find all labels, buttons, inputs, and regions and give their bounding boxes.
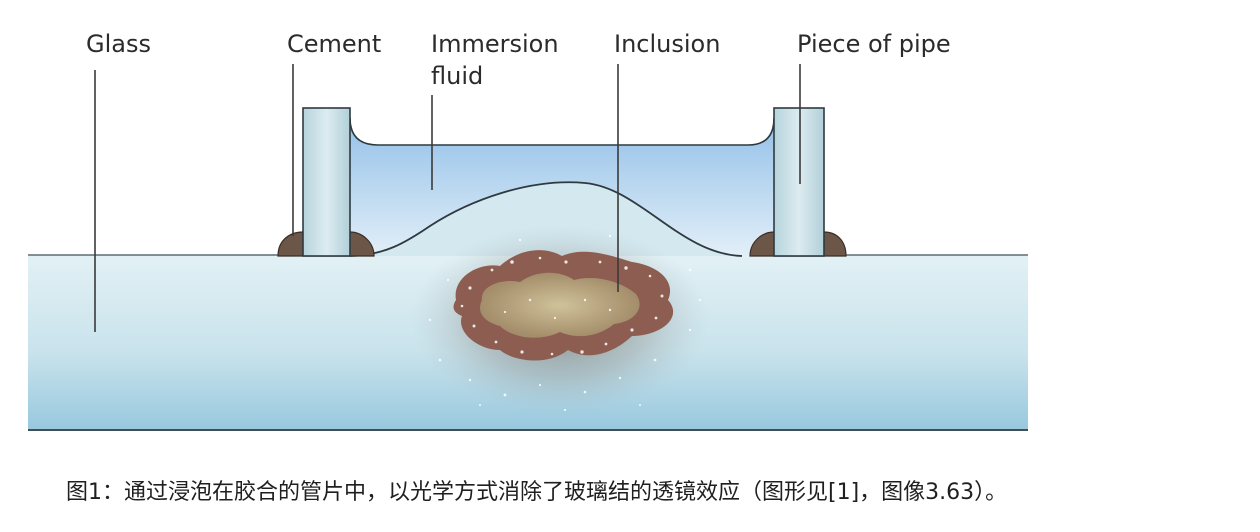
label-glass: Glass [86,30,151,58]
glass-knot-bulge [350,182,742,256]
label-piece-of-pipe: Piece of pipe [797,30,951,58]
inclusion-core [480,272,640,338]
immersion-fluid [350,118,774,256]
label-immersion-fluid: Immersion fluid [431,30,559,90]
glass-inclusion-diagram [28,64,1028,431]
label-cement: Cement [287,30,382,58]
label-inclusion: Inclusion [614,30,721,58]
inclusion-speckles [428,234,702,412]
glass-knot-outline [349,181,743,257]
leader-lines [94,64,801,332]
figure-caption: 图1：通过浸泡在胶合的管片中，以光学方式消除了玻璃结的透镜效应（图形见[1]，图… [66,480,1008,505]
pipe-wall-right [773,107,825,257]
fluid-meniscus-outline [349,117,775,146]
pipe-wall-left [302,107,351,257]
